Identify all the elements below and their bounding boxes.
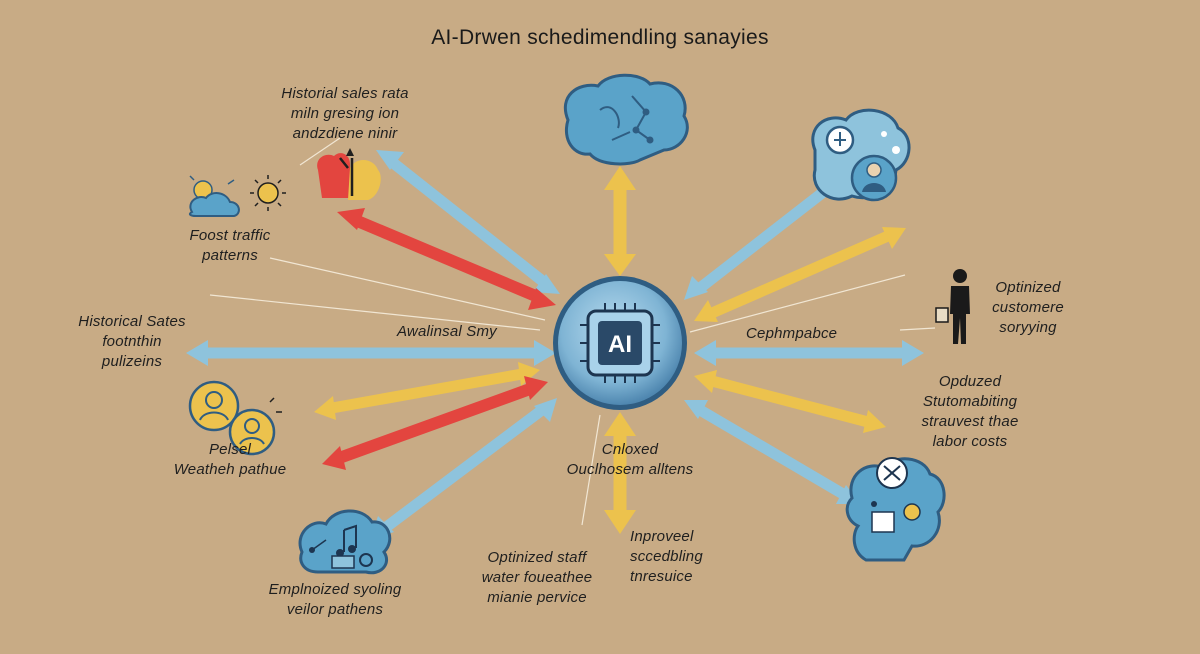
- label-cephmpabce: Cephmpabce: [746, 325, 838, 342]
- ai-hub-label: AI: [608, 331, 632, 358]
- ai-chip-icon: AI: [580, 303, 660, 383]
- label-improved: Inproveel sccedbling tnresuice: [630, 528, 703, 585]
- label-analysis: Awalinsal Smy: [397, 323, 497, 340]
- music-cloud-icon: [298, 509, 392, 575]
- arrow-red-left-lower: [322, 376, 548, 470]
- label-optimized-staff: Optinized staff water foueathee mianie p…: [481, 549, 593, 606]
- label-optimized-customer: Optinized customere soryying: [992, 279, 1064, 336]
- label-employed: Emplnoized syoling veilor pathens: [268, 581, 402, 618]
- arrow-yellow-down: [604, 412, 636, 534]
- label-cloxed: Cnloxed Ouclhosem alltens: [566, 441, 694, 478]
- person-standing-icon: [935, 269, 970, 344]
- pointer-line: [581, 414, 601, 526]
- ai-hub: AI: [553, 276, 687, 410]
- diagram-title: AI-Drwen schedimendling sanayies: [431, 26, 769, 49]
- pointer-line: [899, 327, 936, 331]
- label-historial-sales: Historial sales rata miln gresing ion an…: [281, 85, 409, 142]
- arrow-blue-right: [694, 340, 924, 366]
- arrow-red-top-left: [337, 208, 556, 310]
- arrow-yellow-up: [604, 166, 636, 276]
- arrow-blue-left: [186, 340, 556, 366]
- pointer-line: [299, 137, 341, 166]
- arrow-blue-top-left: [376, 150, 560, 294]
- weather-cloud-icon: [188, 175, 240, 217]
- employee-group-icon: [188, 380, 282, 456]
- label-weather: Pelsel Weatheh pathue: [173, 441, 287, 478]
- arrow-yellow-left-lower: [314, 362, 540, 420]
- security-person-icon: [811, 108, 911, 202]
- pointer-line: [209, 294, 541, 331]
- label-foot-traffic: Foost traffic patterns: [189, 227, 271, 264]
- label-historical-left: Historical Sates footnthin pulizeins: [78, 313, 186, 370]
- pointer-line: [269, 257, 546, 321]
- head-gear-icon: [845, 457, 946, 562]
- pointer-lines: [209, 137, 936, 526]
- arrow-yellow-top-right: [694, 227, 906, 322]
- arrow-yellow-right-lower: [694, 370, 886, 433]
- connector-arrows: [186, 150, 924, 540]
- label-automating: Opduzed Stutomabiting strauvest thae lab…: [921, 373, 1019, 450]
- brain-network-icon: [563, 73, 689, 166]
- sun-icon: [250, 175, 286, 211]
- pointer-line: [689, 274, 906, 333]
- trend-chart-icon: [317, 148, 381, 200]
